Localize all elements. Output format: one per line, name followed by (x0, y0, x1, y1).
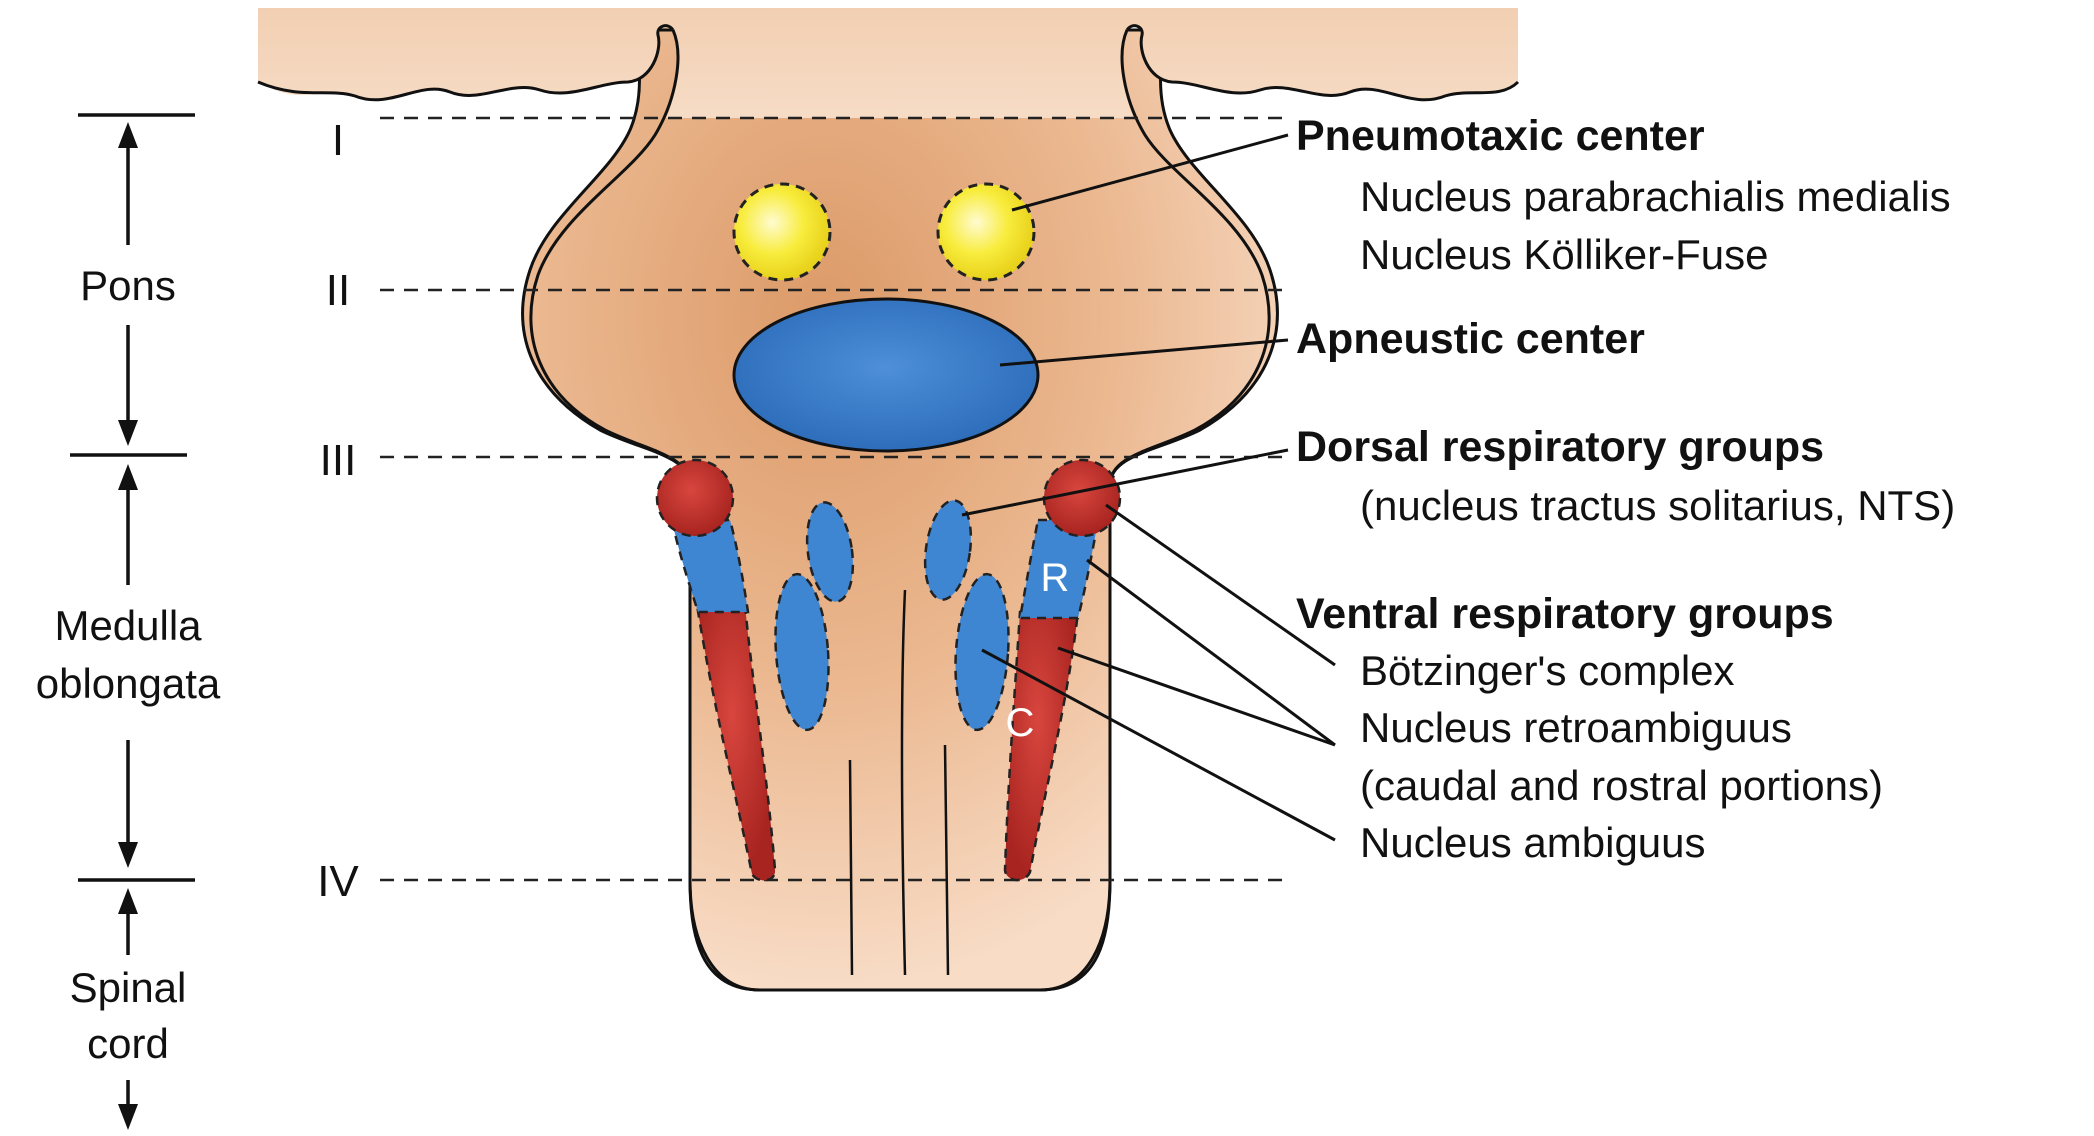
pneumotaxic-item: Nucleus Kölliker-Fuse (1360, 231, 1768, 278)
arrow-up-icon (118, 122, 138, 148)
rostral-marker: R (1041, 556, 1070, 600)
level-label-i: I (332, 116, 344, 165)
ventral-item: Nucleus ambiguus (1360, 819, 1706, 866)
level-numerals: I II III IV (317, 116, 359, 906)
apneustic-nucleus (734, 299, 1038, 451)
dorsal-title: Dorsal respiratory groups (1296, 423, 1824, 471)
ventral-item: Nucleus retroambiguus (1360, 704, 1792, 751)
pneumotaxic-title: Pneumotaxic center (1296, 112, 1705, 160)
cerebrum-overlay (258, 8, 1518, 118)
region-pons: Pons (80, 262, 176, 309)
pneumotaxic-item: Nucleus parabrachialis medialis (1360, 173, 1951, 220)
brainstem-fill (523, 30, 1278, 990)
leader-retroambiguus-r (1087, 560, 1335, 745)
arrow-down-icon (118, 842, 138, 868)
arrow-down-icon (118, 1104, 138, 1130)
pneumotaxic-nucleus-right (938, 184, 1034, 280)
region-spinal: Spinal (70, 964, 187, 1011)
ventral-item: Bötzinger's complex (1360, 647, 1735, 694)
level-label-iv: IV (317, 857, 359, 906)
level-label-iii: III (320, 436, 357, 485)
apneustic-title: Apneustic center (1296, 315, 1645, 363)
leader-botzinger (1106, 505, 1335, 665)
region-cord: cord (87, 1020, 169, 1067)
ventral-cap-left (657, 460, 733, 536)
caudal-marker: C (1006, 701, 1035, 745)
ventral-cap-right (1044, 460, 1120, 536)
region-medulla: Medulla (54, 602, 202, 649)
ventral-item: (caudal and rostral portions) (1360, 762, 1883, 809)
dorsal-item: (nucleus tractus solitarius, NTS) (1360, 482, 1955, 529)
arrow-up-icon (118, 464, 138, 490)
arrow-up-icon (118, 888, 138, 914)
level-label-ii: II (326, 266, 350, 315)
arrow-down-icon (118, 420, 138, 446)
region-oblongata: oblongata (36, 660, 221, 707)
ventral-title: Ventral respiratory groups (1296, 590, 1834, 638)
pneumotaxic-nucleus-left (734, 184, 830, 280)
right-labels: Pneumotaxic center Nucleus parabrachiali… (1296, 112, 1955, 866)
